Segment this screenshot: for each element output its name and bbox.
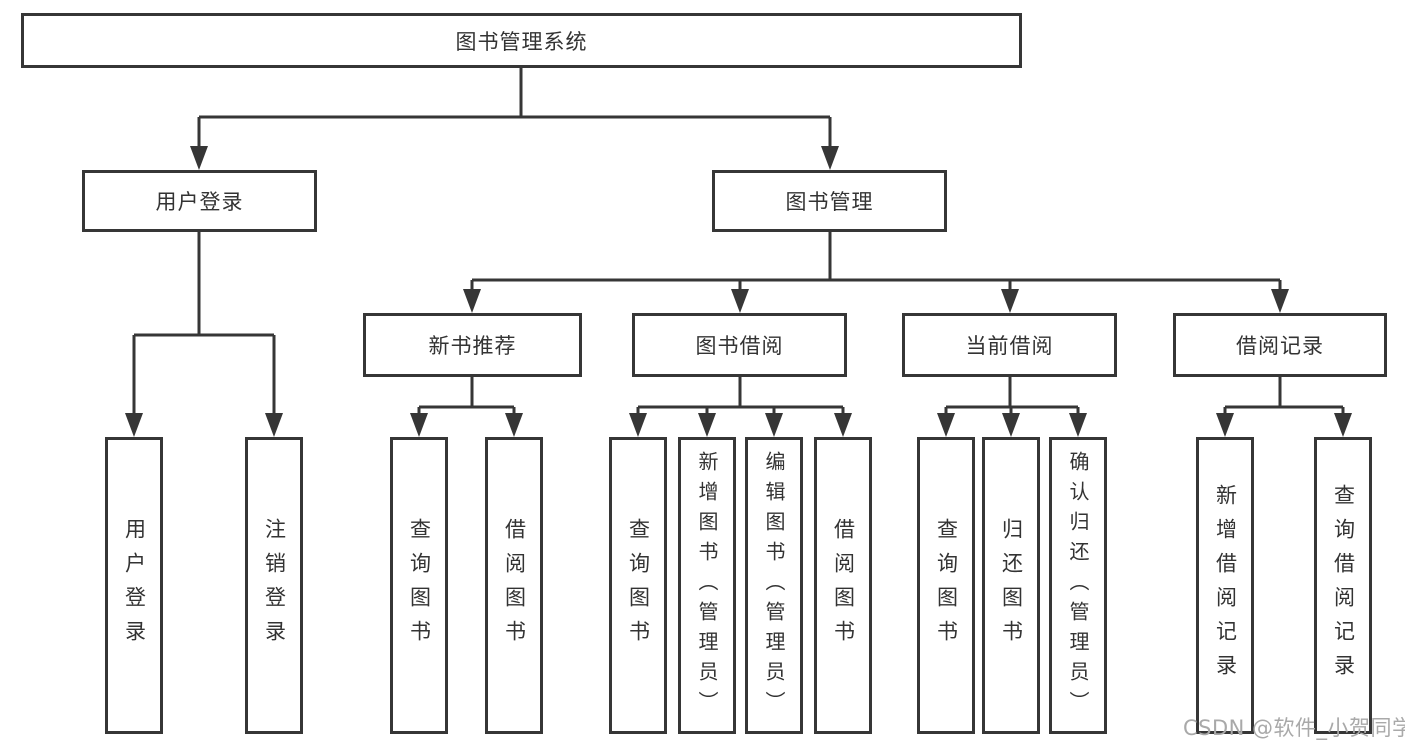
node-label: 当前借阅: [965, 334, 1054, 358]
csdn-watermark: CSDN @软件_小贺同学: [1183, 716, 1405, 740]
node-library-management-system: 图书管理系统: [21, 13, 1022, 68]
node-label: 查询图书: [626, 517, 651, 654]
node-label: 确认归还（管理员）: [1066, 450, 1090, 721]
leaf-confirm-return-admin: 确认归还（管理员）: [1049, 437, 1107, 734]
node-book-borrowing: 图书借阅: [632, 313, 847, 377]
node-label: 借阅图书: [831, 517, 856, 654]
node-label: 编辑图书（管理员）: [762, 450, 786, 721]
node-book-management: 图书管理: [712, 170, 947, 232]
node-label: 归还图书: [999, 517, 1024, 654]
node-label: 用户登录: [122, 517, 147, 654]
node-label: 借阅图书: [502, 517, 527, 654]
node-label: 新书推荐: [428, 334, 517, 358]
node-user-login: 用户登录: [82, 170, 317, 232]
leaf-add-book-admin: 新增图书（管理员）: [678, 437, 736, 734]
node-label: 注销登录: [262, 517, 287, 654]
leaf-query-books-2: 查询图书: [609, 437, 667, 734]
leaf-query-borrow-record: 查询借阅记录: [1314, 437, 1372, 734]
node-label: 图书管理系统: [455, 29, 588, 54]
node-borrowing-records: 借阅记录: [1173, 313, 1387, 377]
node-label: 新增图书（管理员）: [695, 450, 719, 721]
leaf-user-login: 用户登录: [105, 437, 163, 734]
node-label: 图书借阅: [695, 334, 784, 358]
node-label: 查询借阅记录: [1331, 483, 1356, 688]
node-label: 新增借阅记录: [1213, 483, 1238, 688]
leaf-logout: 注销登录: [245, 437, 303, 734]
leaf-borrow-books: 借阅图书: [485, 437, 543, 734]
leaf-borrow-books-2: 借阅图书: [814, 437, 872, 734]
leaf-query-books-3: 查询图书: [917, 437, 975, 734]
node-new-book-recommend: 新书推荐: [363, 313, 582, 377]
leaf-add-borrow-record: 新增借阅记录: [1196, 437, 1254, 734]
node-current-borrowing: 当前借阅: [902, 313, 1117, 377]
node-label: 查询图书: [934, 517, 959, 654]
leaf-return-book: 归还图书: [982, 437, 1040, 734]
node-label: 借阅记录: [1236, 334, 1324, 358]
node-label: 图书管理: [785, 190, 874, 214]
leaf-edit-book-admin: 编辑图书（管理员）: [745, 437, 803, 734]
node-label: 查询图书: [407, 517, 432, 654]
arrowheads: [125, 146, 1352, 437]
leaf-query-books: 查询图书: [390, 437, 448, 734]
node-label: 用户登录: [155, 190, 244, 214]
